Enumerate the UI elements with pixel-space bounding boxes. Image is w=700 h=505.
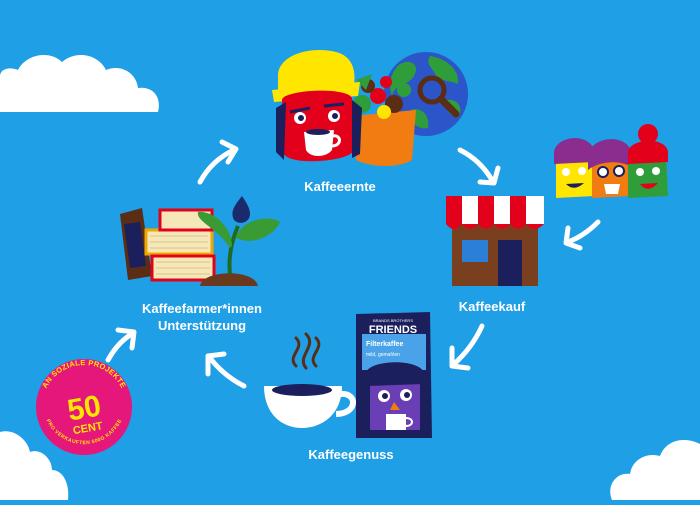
arrow-shop-to-enjoyment-icon bbox=[449, 323, 485, 371]
arrow-friends-to-shop-icon bbox=[563, 219, 601, 251]
pack-brand-small: BRANDS BROTHERS bbox=[373, 318, 413, 323]
pack-type: Filterkaffee bbox=[366, 341, 403, 348]
pack-subtitle: mild, gemahlen bbox=[366, 352, 400, 358]
badge-unit: CENT bbox=[72, 420, 104, 437]
coffee-cup-icon bbox=[264, 332, 356, 428]
books-and-seedling-icon bbox=[120, 196, 280, 286]
step-label-purchase: Kaffeekauf bbox=[458, 299, 526, 314]
arrow-harvest-to-shop-icon bbox=[457, 147, 501, 186]
badge-circle-icon bbox=[36, 359, 132, 455]
arrow-enjoyment-to-support-icon bbox=[205, 351, 247, 389]
three-friends-icon bbox=[554, 124, 668, 198]
arrow-badge-to-support-icon bbox=[105, 327, 137, 363]
step-label-harvest: Kaffeeernte bbox=[304, 179, 376, 194]
coffee-pack-label: BRANDS BROTHERS FRIENDS Filterkaffee mil… bbox=[366, 318, 417, 358]
coffee-farmer-icon bbox=[272, 50, 362, 162]
step-label-support-line2: Unterstützung bbox=[157, 318, 247, 333]
step-label-enjoyment: Kaffeegenuss bbox=[308, 447, 394, 462]
donation-badge: AN SOZIALE PROJEKTE 50 CENT PRO VERKAUFT… bbox=[36, 358, 132, 455]
step-label-support: Kaffeefarmer*innen Unterstützung bbox=[132, 300, 272, 334]
coffee-shop-icon bbox=[446, 196, 544, 286]
coffee-basket-icon bbox=[352, 74, 416, 166]
cycle-arrows bbox=[105, 139, 601, 389]
cloud-top-left-icon bbox=[0, 55, 159, 112]
arrow-support-to-harvest-icon bbox=[197, 139, 239, 185]
badge-amount: 50 bbox=[65, 389, 104, 427]
cloud-bottom-left-icon bbox=[0, 431, 69, 500]
step-label-support-line1: Kaffeefarmer*innen bbox=[142, 301, 262, 316]
coffee-pack-icon bbox=[356, 312, 432, 438]
cloud-bottom-right-icon bbox=[610, 440, 700, 500]
pack-brand: FRIENDS bbox=[369, 324, 417, 336]
